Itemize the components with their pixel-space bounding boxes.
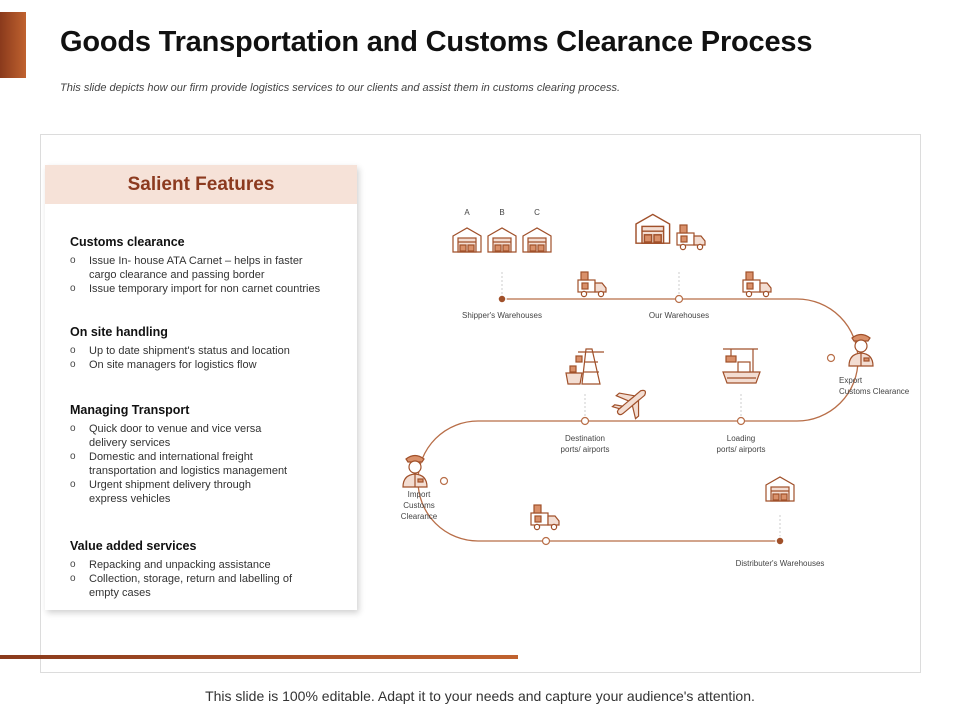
port-crane-icon xyxy=(565,348,604,385)
feature-heading: Managing Transport xyxy=(70,403,190,417)
feature-item-text: Urgent shipment delivery through express… xyxy=(89,479,252,505)
feature-item: o Issue In- house ATA Carnet – helps in f… xyxy=(70,254,320,282)
feature-item-text: Collection, storage, return and labellin… xyxy=(89,573,293,599)
feature-item-text: Issue temporary import for non carnet co… xyxy=(89,283,321,295)
footer-note: This slide is 100% editable. Adapt it to… xyxy=(205,688,755,704)
warehouse-icon xyxy=(487,227,517,253)
feature-item-text: Quick door to venue and vice versa deliv… xyxy=(89,423,262,449)
feature-item: o Issue temporary import for non carnet c… xyxy=(70,282,350,296)
salient-features-header: Salient Features xyxy=(45,165,357,204)
warehouse-letter-b: B xyxy=(499,208,504,217)
label-export-line1: Export xyxy=(839,376,863,385)
label-loading-line1: Loading xyxy=(727,434,755,443)
path-node xyxy=(674,294,684,304)
feature-item-text: On site managers for logistics flow xyxy=(89,359,257,371)
label-destination-line2: ports/ airports xyxy=(561,445,610,454)
forklift-truck-icon xyxy=(676,224,706,251)
feature-heading: On site handling xyxy=(70,325,168,339)
cargo-ship-icon xyxy=(722,348,761,384)
feature-item-text: Domestic and international freight trans… xyxy=(89,451,288,477)
label-import-line3: Clearance xyxy=(401,512,438,521)
label-destination-line1: Destination xyxy=(565,434,605,443)
feature-item-text: Issue In- house ATA Carnet – helps in fa… xyxy=(89,255,303,281)
circle-bullet-icon: o xyxy=(70,451,76,462)
feature-item: o Repacking and unpacking assistance xyxy=(70,558,350,572)
page-subtitle: This slide depicts how our firm provide … xyxy=(60,82,621,94)
label-loading-line2: ports/ airports xyxy=(717,445,766,454)
corner-accent xyxy=(0,12,26,78)
label-import-line2: Customs xyxy=(403,501,435,510)
customs-officer-icon xyxy=(848,333,874,367)
feature-list: o Up to date shipment's status and locati… xyxy=(70,344,350,372)
feature-item: o Domestic and international freight tran… xyxy=(70,450,320,478)
warehouse-letter-c: C xyxy=(534,208,540,217)
page-title: Goods Transportation and Customs Clearan… xyxy=(60,26,813,58)
circle-bullet-icon: o xyxy=(70,255,76,266)
feature-section-customs: Customs clearance o Issue In- house ATA C… xyxy=(70,235,350,296)
warehouse-letter-a: A xyxy=(464,208,470,217)
path-node xyxy=(736,416,746,426)
delivery-truck-icon xyxy=(577,271,607,298)
process-path xyxy=(417,298,859,542)
circle-bullet-icon: o xyxy=(70,559,76,570)
customs-officer-icon xyxy=(402,454,428,488)
delivery-truck-icon xyxy=(530,504,560,531)
label-distributers-warehouses: Distributer's Warehouses xyxy=(736,559,825,568)
feature-list: o Quick door to venue and vice versa deli… xyxy=(70,422,350,506)
warehouse-icon xyxy=(452,227,482,253)
bottom-accent-bar xyxy=(0,655,518,659)
large-warehouse-icon xyxy=(635,213,671,244)
circle-bullet-icon: o xyxy=(70,423,76,434)
feature-item-text: Up to date shipment's status and locatio… xyxy=(89,345,290,357)
feature-list: o Issue In- house ATA Carnet – helps in f… xyxy=(70,254,350,296)
feature-item: o Collection, storage, return and labelli… xyxy=(70,572,320,600)
feature-item: o Urgent shipment delivery through expres… xyxy=(70,478,285,506)
feature-item-text: Repacking and unpacking assistance xyxy=(89,559,271,571)
label-import-line1: Import xyxy=(408,490,431,499)
feature-item: o Quick door to venue and vice versa deli… xyxy=(70,422,285,450)
path-node xyxy=(775,536,785,546)
label-shippers-warehouses: Shipper's Warehouses xyxy=(462,311,542,320)
feature-heading: Value added services xyxy=(70,539,197,553)
feature-section-value-added: Value added services o Repacking and unpa… xyxy=(70,539,350,600)
airplane-icon xyxy=(611,389,647,420)
feature-section-on-site: On site handling o Up to date shipment's … xyxy=(70,325,350,372)
delivery-truck-icon xyxy=(742,271,772,298)
circle-bullet-icon: o xyxy=(70,479,76,490)
warehouse-icon xyxy=(522,227,552,253)
feature-section-transport: Managing Transport o Quick door to venue … xyxy=(70,403,350,506)
warehouse-icon xyxy=(765,476,795,502)
path-node xyxy=(826,353,836,363)
circle-bullet-icon: o xyxy=(70,359,76,370)
label-export-line2: Customs Clearance xyxy=(839,387,910,396)
feature-item: o Up to date shipment's status and locati… xyxy=(70,344,350,358)
circle-bullet-icon: o xyxy=(70,573,76,584)
path-node xyxy=(541,536,551,546)
path-node xyxy=(580,416,590,426)
path-node xyxy=(439,476,449,486)
circle-bullet-icon: o xyxy=(70,283,76,294)
label-our-warehouses: Our Warehouses xyxy=(649,311,709,320)
feature-heading: Customs clearance xyxy=(70,235,185,249)
circle-bullet-icon: o xyxy=(70,345,76,356)
feature-item: o On site managers for logistics flow xyxy=(70,358,350,372)
path-node xyxy=(497,294,507,304)
